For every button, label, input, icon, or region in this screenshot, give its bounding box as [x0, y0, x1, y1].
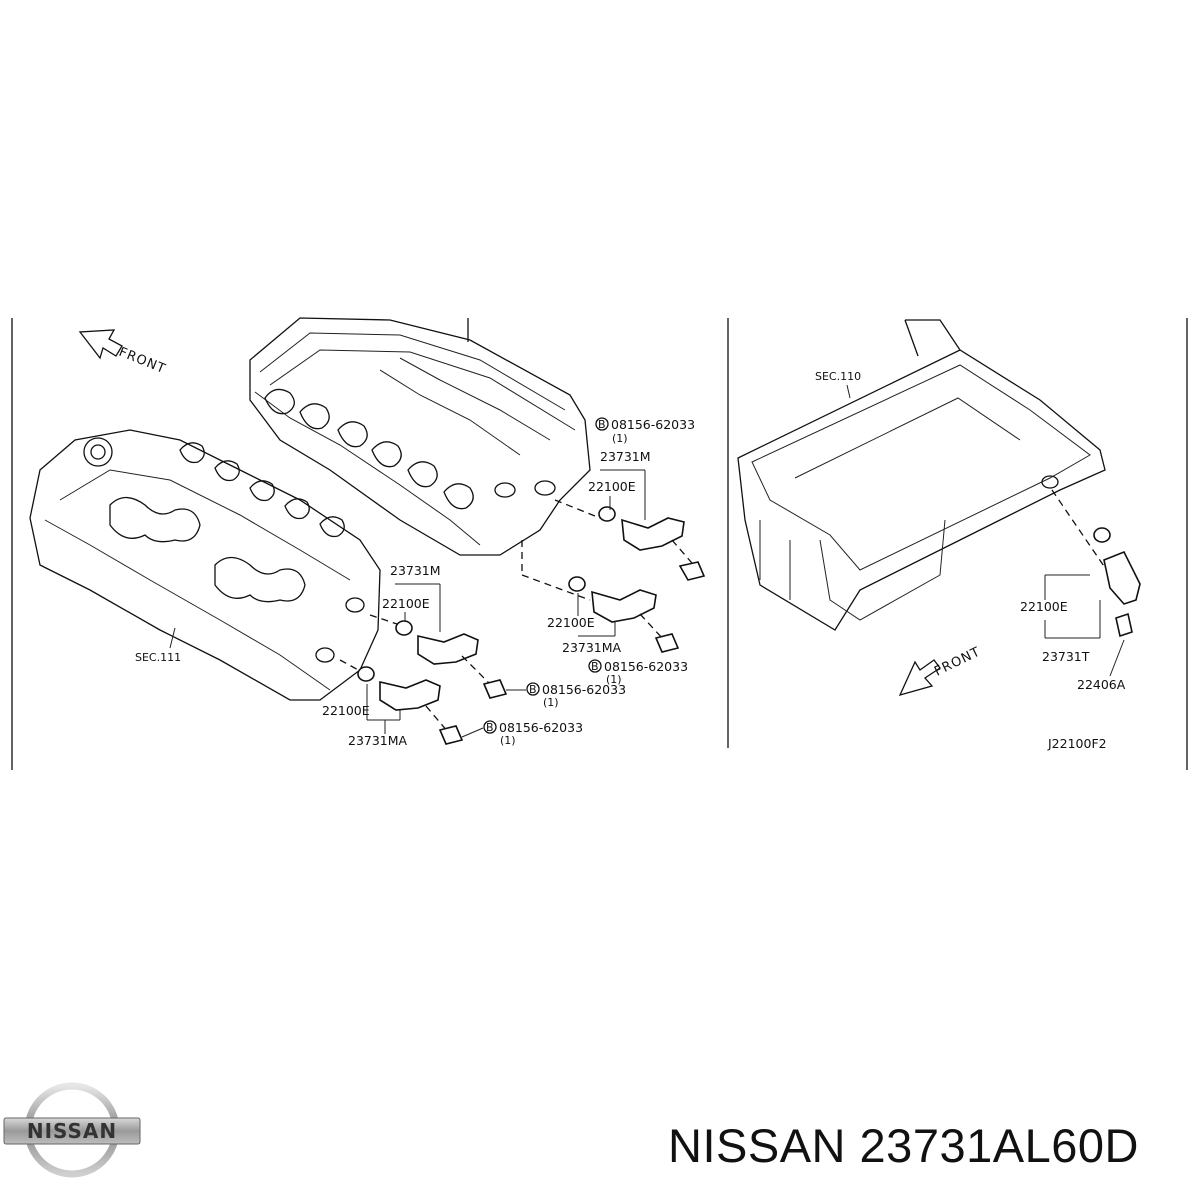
sec110-label: SEC.110	[815, 370, 861, 383]
svg-text:NISSAN: NISSAN	[27, 1119, 117, 1143]
label-22100e-mid: 22100E	[382, 596, 430, 611]
solenoid-upper	[521, 499, 706, 601]
svg-text:08156-62033: 08156-62033	[604, 659, 688, 674]
label-22100e-pan: 22100E	[1020, 599, 1068, 614]
front-arrow-right-icon	[898, 659, 941, 697]
label-22100e-bottom: 22100E	[322, 703, 370, 718]
nissan-logo-icon: NISSAN	[3, 1082, 141, 1178]
label-22406a-pan: 22406A	[1077, 677, 1126, 692]
bolt-callout-mid: B 08156-62033 (1)	[506, 682, 626, 709]
label-23731m-top: 23731M	[600, 449, 651, 464]
svg-text:(1): (1)	[606, 673, 622, 686]
reference-code: J22100F2	[1047, 736, 1107, 751]
svg-text:B: B	[591, 660, 599, 673]
solenoid-bottom	[339, 659, 464, 745]
front-arrow-left-icon	[78, 329, 123, 360]
bolt-callout-right: B 08156-62033 (1)	[588, 659, 688, 686]
label-22100e-top: 22100E	[588, 479, 636, 494]
svg-text:(1): (1)	[543, 696, 559, 709]
front-label-right: FRONT	[932, 644, 983, 679]
svg-text:(1): (1)	[612, 432, 628, 445]
front-cylinder-head	[29, 429, 381, 701]
rear-cylinder-head	[249, 317, 591, 556]
svg-text:B: B	[486, 721, 494, 734]
oil-pan	[737, 319, 1106, 631]
svg-text:B: B	[598, 418, 606, 431]
solenoid-middle-left	[369, 614, 508, 699]
label-23731m-mid: 23731M	[390, 563, 441, 578]
label-22100e-low: 22100E	[547, 615, 595, 630]
svg-text:08156-62033: 08156-62033	[611, 417, 695, 432]
label-23731t-pan: 23731T	[1042, 649, 1090, 664]
part-title: NISSAN 23731AL60D	[668, 1119, 1139, 1172]
front-label-left: FRONT	[117, 345, 168, 377]
bolt-callout-bottom: B 08156-62033 (1)	[461, 720, 583, 747]
svg-text:(1): (1)	[500, 734, 516, 747]
sec111-label: SEC.111	[135, 651, 181, 664]
bolt-callout-top: B 08156-62033 (1)	[595, 417, 695, 445]
crank-sensor	[1051, 489, 1141, 638]
svg-text:B: B	[529, 683, 537, 696]
svg-text:08156-62033: 08156-62033	[499, 720, 583, 735]
label-23731ma-bottom: 23731MA	[348, 733, 408, 748]
label-23731ma-right: 23731MA	[562, 640, 622, 655]
svg-text:08156-62033: 08156-62033	[542, 682, 626, 697]
solenoid-middle-right	[568, 576, 680, 653]
